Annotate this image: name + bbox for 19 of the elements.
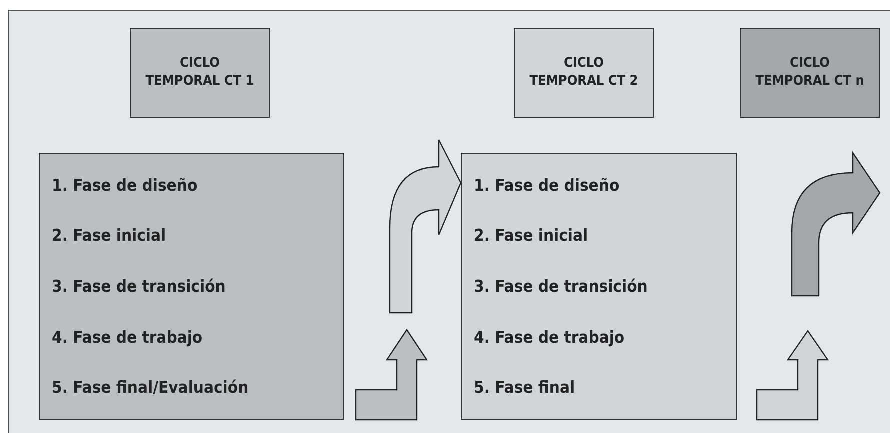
phase-item: 2. Fase inicial (52, 226, 168, 246)
cycle-title: CICLO TEMPORAL CT n (755, 55, 865, 91)
phase-item: 1. Fase de diseño (474, 176, 621, 195)
phase-item: 4. Fase de trabajo (474, 328, 626, 347)
bent-block-arrow (389, 139, 462, 314)
phase-list-box (461, 153, 737, 420)
phase-item: 4. Fase de trabajo (52, 328, 204, 347)
cycle-title: CICLO TEMPORAL CT 1 (145, 55, 255, 91)
cycle-title: CICLO TEMPORAL CT 2 (529, 55, 639, 91)
phase-item: 5. Fase final/Evaluación (52, 378, 250, 398)
cycle-box (130, 28, 270, 118)
phase-item: 1. Fase de diseño (52, 176, 199, 195)
phase-list-box (39, 153, 344, 420)
phase-item: 5. Fase final (474, 378, 576, 398)
phase-item: 3. Fase de transición (52, 276, 227, 296)
cycle-box (740, 28, 880, 118)
cycle-box (514, 28, 654, 118)
phase-item: 3. Fase de transición (474, 276, 649, 296)
phase-item: 2. Fase inicial (474, 226, 590, 246)
